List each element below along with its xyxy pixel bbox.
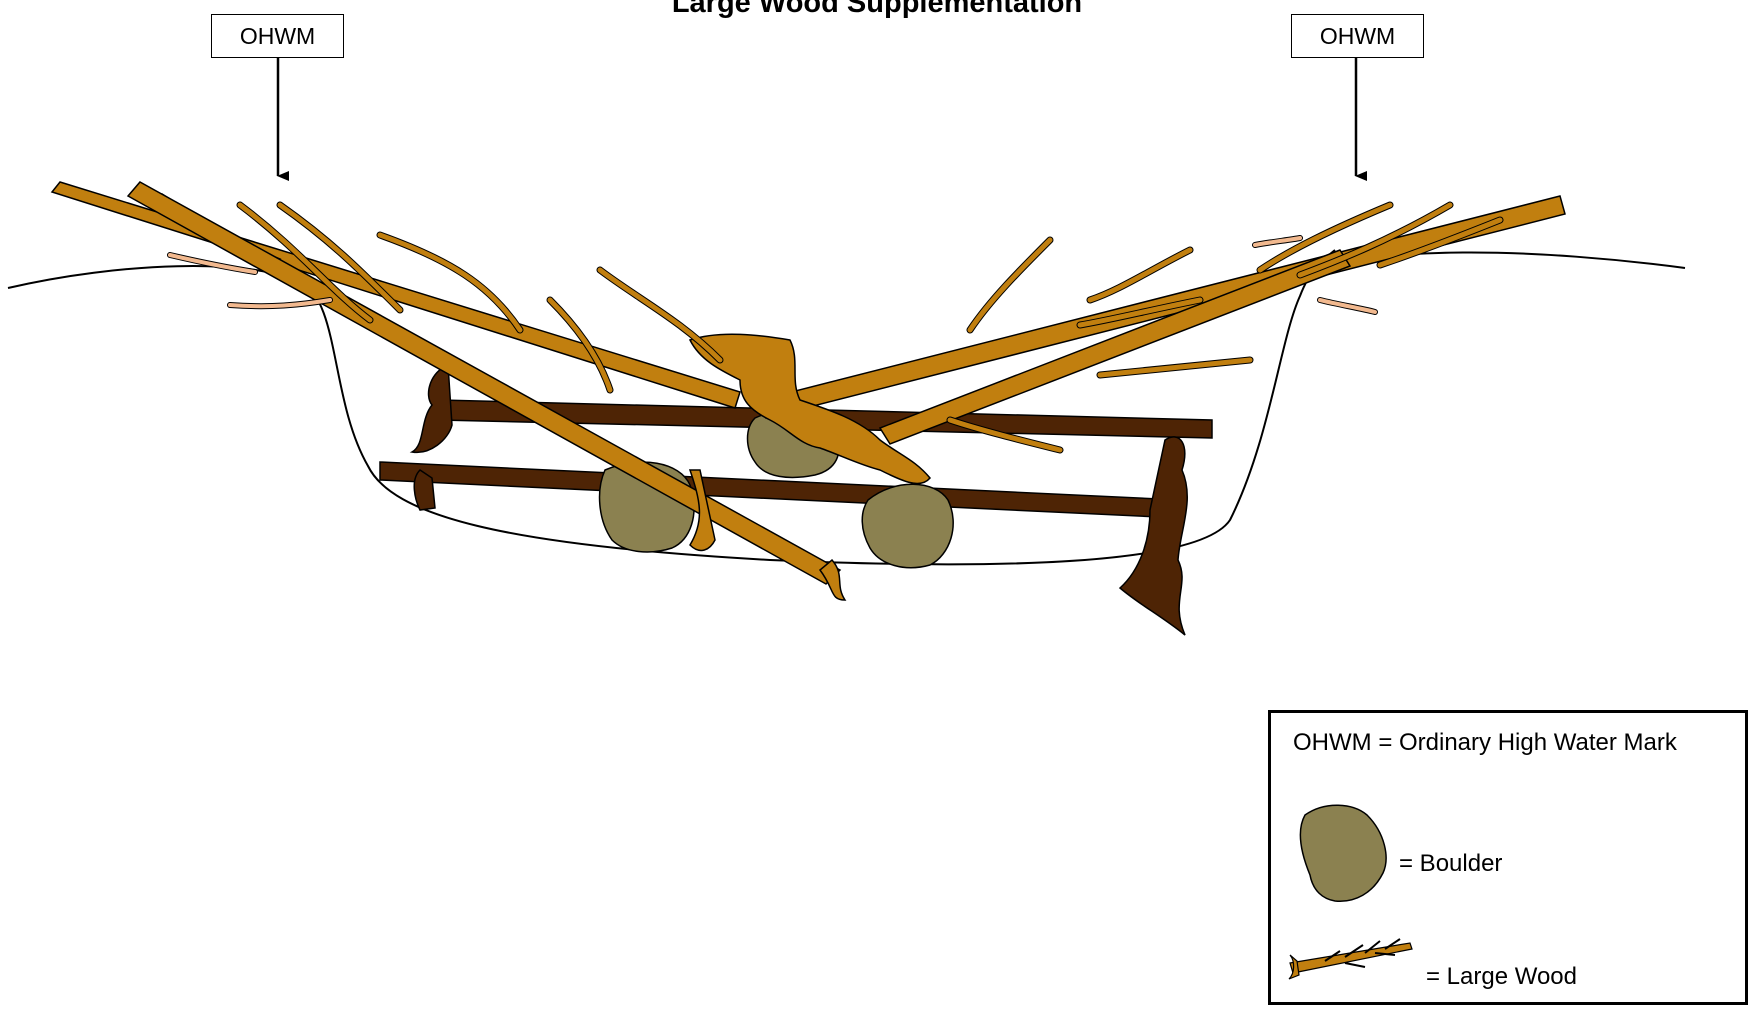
boulder-icon — [1285, 793, 1395, 913]
legend-definition: OHWM = Ordinary High Water Mark — [1293, 729, 1677, 757]
legend-large-wood-label: = Large Wood — [1426, 963, 1577, 991]
large-wood-icon — [1285, 933, 1425, 993]
boulder-right — [862, 484, 953, 567]
legend-boulder-label: = Boulder — [1399, 850, 1502, 878]
legend: OHWM = Ordinary High Water Mark = Boulde… — [1268, 710, 1748, 1005]
